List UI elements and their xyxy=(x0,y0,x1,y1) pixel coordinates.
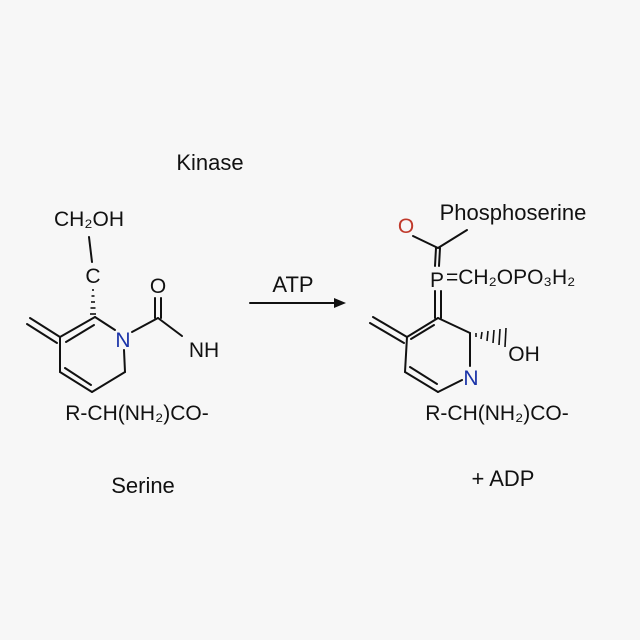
carbonyl-oxygen-label: O xyxy=(150,275,166,298)
reactant-name: Serine xyxy=(111,473,175,498)
cofactor-label: ATP xyxy=(272,272,313,297)
carbon-label: C xyxy=(85,265,100,288)
side-chain-label: CH₂OH xyxy=(54,208,124,231)
reactant-substituent: R-CH(NH₂)CO- xyxy=(65,402,208,425)
amide-label: NH xyxy=(189,339,219,362)
enzyme-label: Kinase xyxy=(176,150,243,175)
product-nitrogen-label: N xyxy=(463,367,478,390)
hashed-wedge xyxy=(90,289,96,315)
product-structure: Phosphoserine O P =CH₂OPO₃H₂ N OH R-CH( xyxy=(369,200,587,425)
hashed-wedge-oh xyxy=(475,327,507,348)
hydroxyl-label: OH xyxy=(508,343,540,366)
nitrogen-label: N xyxy=(115,329,130,352)
oxygen-label: O xyxy=(398,215,414,238)
byproduct-label: + ADP xyxy=(472,466,535,491)
phosphate-group-label: =CH₂OPO₃H₂ xyxy=(446,266,575,289)
product-substituent: R-CH(NH₂)CO- xyxy=(425,402,568,425)
product-name: Phosphoserine xyxy=(440,200,587,225)
reaction-arrow xyxy=(249,298,346,308)
phosphorus-label: P xyxy=(430,269,444,292)
reactant-structure: CH₂OH C N O NH R-CH(NH₂)CO- xyxy=(26,208,219,425)
